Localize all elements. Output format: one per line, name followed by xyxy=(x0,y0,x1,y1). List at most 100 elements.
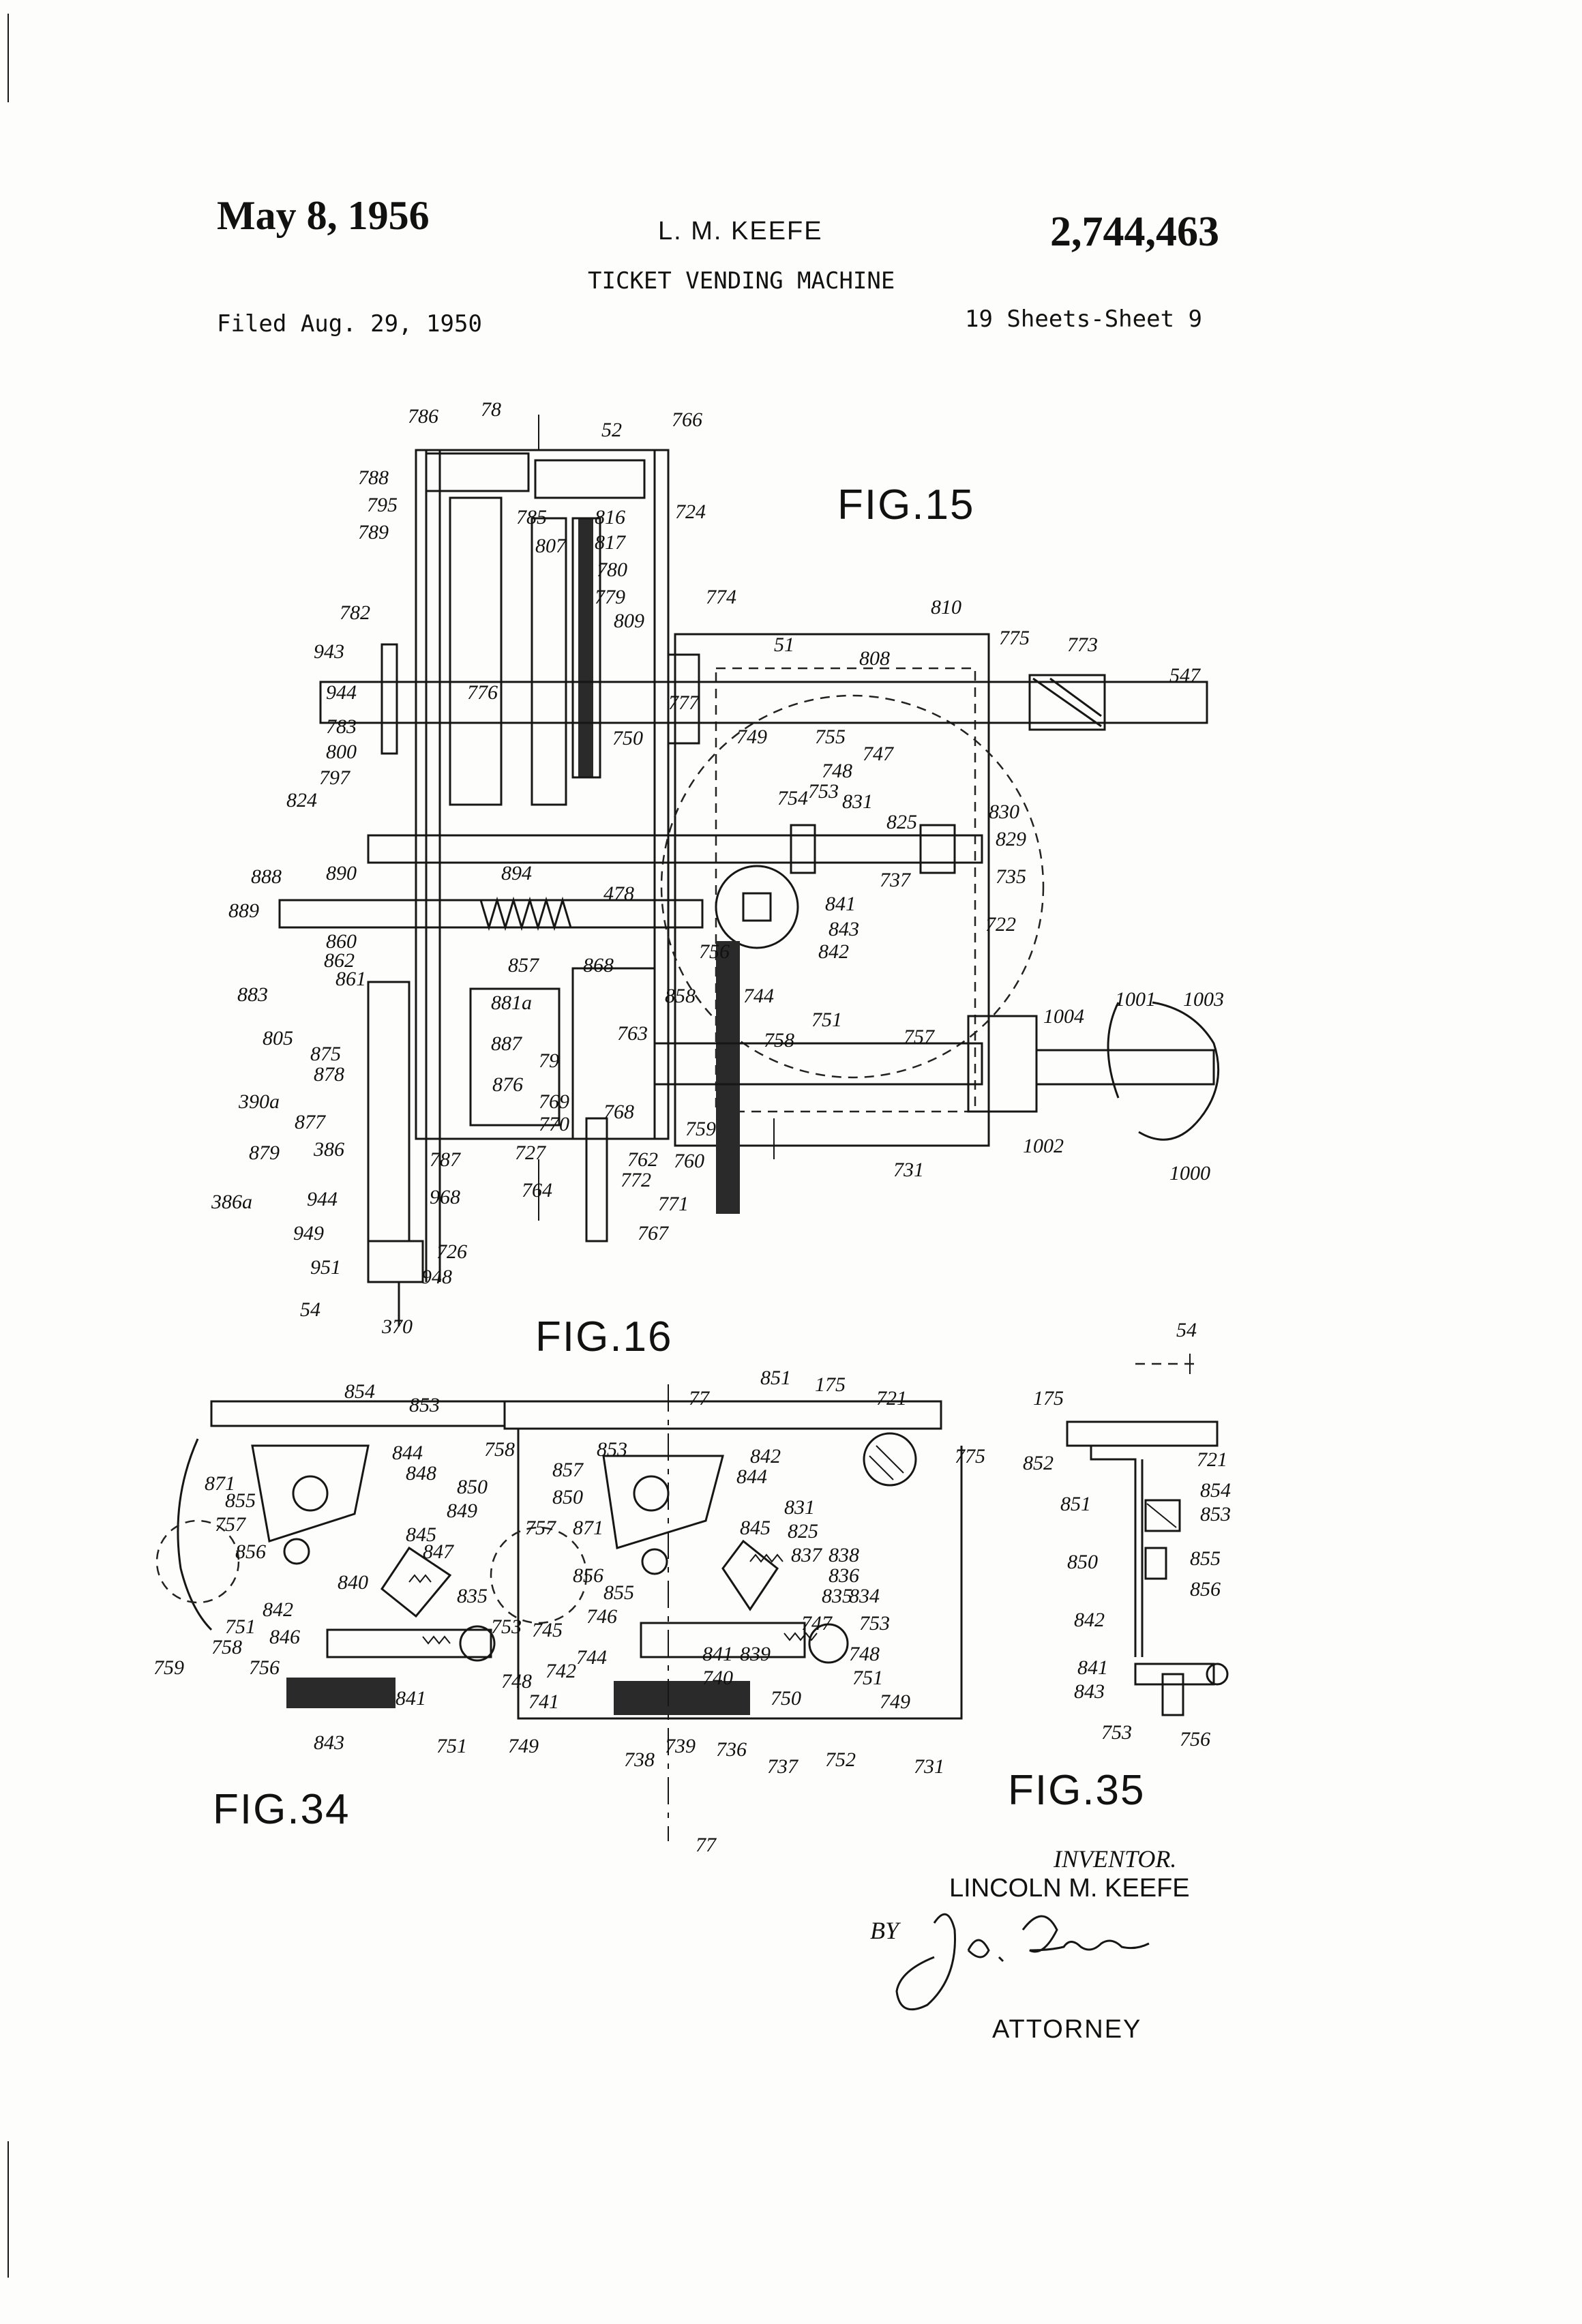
label-775: 775 xyxy=(999,627,1030,649)
label-751a: 751 xyxy=(225,1615,256,1638)
label-858: 858 xyxy=(665,985,696,1007)
label-857: 857 xyxy=(552,1459,584,1481)
label-753: 753 xyxy=(859,1612,890,1635)
label-386: 386 xyxy=(313,1138,344,1161)
fig15-top-block xyxy=(535,460,644,498)
label-842: 842 xyxy=(1074,1609,1105,1631)
label-825: 825 xyxy=(788,1520,818,1543)
fig15-shaft-757 xyxy=(655,1043,982,1084)
label-843: 843 xyxy=(314,1731,344,1754)
fig35-rail-175 xyxy=(1067,1422,1217,1446)
fig15-shaft-1002 xyxy=(1036,1050,1214,1084)
label-810: 810 xyxy=(931,596,961,619)
label-750: 750 xyxy=(771,1687,801,1710)
label-748: 748 xyxy=(501,1670,532,1693)
label-748: 748 xyxy=(849,1643,880,1665)
label-852: 852 xyxy=(1023,1452,1054,1474)
fig15-top-block xyxy=(426,453,528,491)
fig35-hatch xyxy=(1147,1504,1176,1528)
label-817: 817 xyxy=(595,531,627,554)
label-54: 54 xyxy=(1176,1319,1197,1341)
label-735: 735 xyxy=(996,865,1026,888)
label-787: 787 xyxy=(430,1148,462,1171)
fig15-vertical-shaft xyxy=(532,518,566,805)
label-816: 816 xyxy=(595,506,625,528)
label-768: 768 xyxy=(603,1101,634,1123)
label-175: 175 xyxy=(815,1373,846,1396)
fig15-gear-column xyxy=(578,518,593,777)
label-752: 752 xyxy=(825,1748,856,1771)
label-877: 877 xyxy=(295,1111,327,1133)
label-808: 808 xyxy=(859,647,890,670)
fig15-gear-757 xyxy=(716,941,740,1214)
fig15-post-764 xyxy=(586,1118,607,1241)
label-740: 740 xyxy=(702,1667,733,1689)
label-736: 736 xyxy=(716,1738,747,1761)
label-841: 841 xyxy=(702,1643,733,1665)
label-888: 888 xyxy=(251,865,282,888)
label-854: 854 xyxy=(344,1380,375,1403)
fig16-pivot-856 xyxy=(642,1549,667,1574)
label-52: 52 xyxy=(601,419,622,441)
label-890: 890 xyxy=(326,862,357,884)
label-797: 797 xyxy=(319,766,351,789)
label-807: 807 xyxy=(535,535,567,557)
label-478: 478 xyxy=(603,882,634,905)
label-849: 849 xyxy=(447,1500,477,1522)
label-944b: 944 xyxy=(307,1188,338,1210)
fig16-shaft-hatch xyxy=(876,1446,904,1473)
fig15-disc-1000 xyxy=(1139,1002,1219,1139)
label-773: 773 xyxy=(1067,634,1098,656)
label-370: 370 xyxy=(381,1315,413,1338)
label-748: 748 xyxy=(822,760,852,782)
fig34-pivot xyxy=(293,1476,327,1510)
label-795: 795 xyxy=(367,494,398,516)
label-785: 785 xyxy=(516,506,547,528)
label-837: 837 xyxy=(791,1544,823,1566)
fig16-labels: 77 851 175 721 853 842 844 857 775 758 8… xyxy=(484,1367,985,1856)
label-762: 762 xyxy=(627,1148,658,1171)
label-831: 831 xyxy=(842,790,873,813)
label-758: 758 xyxy=(764,1029,794,1052)
label-763: 763 xyxy=(617,1022,648,1045)
label-943: 943 xyxy=(314,640,344,663)
fig35-block-756 xyxy=(1163,1674,1183,1715)
label-835: 835 xyxy=(457,1585,488,1607)
fig16-plate-850 xyxy=(603,1456,723,1548)
by-label: BY xyxy=(870,1916,899,1945)
label-825: 825 xyxy=(886,811,917,833)
label-386a: 386a xyxy=(211,1191,252,1213)
label-721: 721 xyxy=(1197,1448,1227,1471)
label-846: 846 xyxy=(269,1626,300,1648)
label-830: 830 xyxy=(989,801,1019,823)
label-759: 759 xyxy=(153,1656,184,1679)
fig15-collar-831 xyxy=(791,825,815,873)
fig35-pin xyxy=(1207,1664,1227,1684)
label-769: 769 xyxy=(539,1090,569,1113)
label-853: 853 xyxy=(597,1438,627,1461)
label-726: 726 xyxy=(436,1240,467,1263)
label-839: 839 xyxy=(740,1643,771,1665)
label-861: 861 xyxy=(335,968,366,990)
label-845: 845 xyxy=(740,1517,771,1539)
label-853: 853 xyxy=(1200,1503,1231,1525)
label-721: 721 xyxy=(876,1387,907,1410)
fig15-handle-782 xyxy=(382,644,397,754)
label-727: 727 xyxy=(515,1142,547,1164)
label-742: 742 xyxy=(546,1660,576,1682)
label-850: 850 xyxy=(1067,1551,1098,1573)
label-1000: 1000 xyxy=(1169,1162,1210,1185)
label-777: 777 xyxy=(668,691,700,714)
label-829: 829 xyxy=(996,828,1026,850)
label-772: 772 xyxy=(621,1169,651,1191)
label-722: 722 xyxy=(985,913,1016,936)
label-831: 831 xyxy=(784,1496,815,1519)
label-749: 749 xyxy=(736,726,767,748)
label-1004: 1004 xyxy=(1043,1005,1084,1028)
label-843: 843 xyxy=(1074,1680,1105,1703)
label-767: 767 xyxy=(638,1222,670,1245)
label-848: 848 xyxy=(406,1462,436,1485)
label-744: 744 xyxy=(576,1646,607,1669)
label-854: 854 xyxy=(1200,1479,1231,1502)
